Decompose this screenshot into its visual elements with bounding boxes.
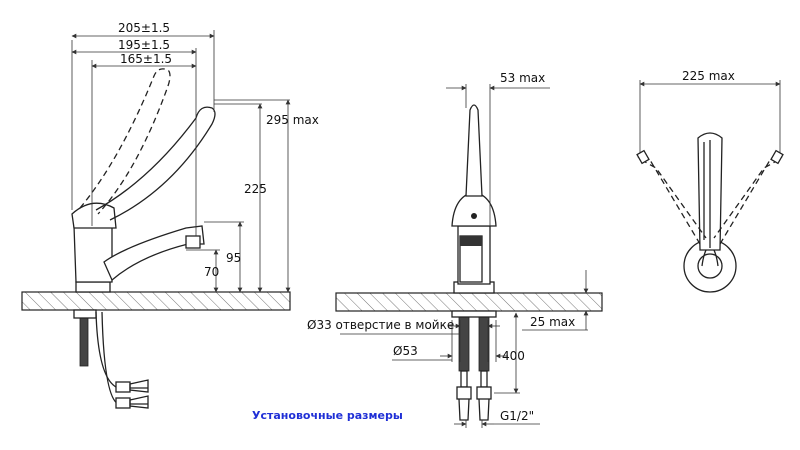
dim-225max: 225 max [682,69,735,83]
side-faucet-base [75,281,111,293]
dim-d53: Ø53 [393,344,418,358]
front-shank-left [458,310,470,372]
front-countertop [335,292,603,312]
side-countertop [21,291,291,311]
top-lever-right-dashed [713,150,783,245]
side-faucet-body [73,225,113,283]
dim-25max: 25 max [530,315,575,329]
side-lever-dashed [79,68,171,215]
dim-53max: 53 max [500,71,545,85]
dim-295: 295 max [266,113,319,127]
side-lever-hub [71,202,117,229]
front-view: 53 max Ø33 отверстие в мойке Ø53 25 max … [307,71,603,428]
dim-165: 165±1.5 [120,52,172,66]
side-spout [103,225,205,282]
front-nut-right [476,386,492,400]
top-view: 225 max [636,69,784,293]
front-shank-right [478,310,490,372]
front-lever [465,104,483,197]
side-view: 205±1.5 195±1.5 165±1.5 295 max 225 95 7… [21,21,319,409]
dim-205: 205±1.5 [118,21,170,35]
top-lever-left-dashed [637,150,707,245]
front-hub [451,191,497,227]
dim-70: 70 [204,265,219,279]
side-lever-solid [95,106,216,221]
front-nut-left [456,386,472,400]
dim-thread: G1/2" [500,409,534,423]
dim-hole: Ø33 отверстие в мойке [307,318,454,332]
dim-225: 225 [244,182,267,196]
caption-installation-dimensions: Установочные размеры [252,409,403,422]
dim-400: 400 [502,349,525,363]
dim-95: 95 [226,251,241,265]
dim-195: 195±1.5 [118,38,170,52]
side-aerator [185,235,201,249]
